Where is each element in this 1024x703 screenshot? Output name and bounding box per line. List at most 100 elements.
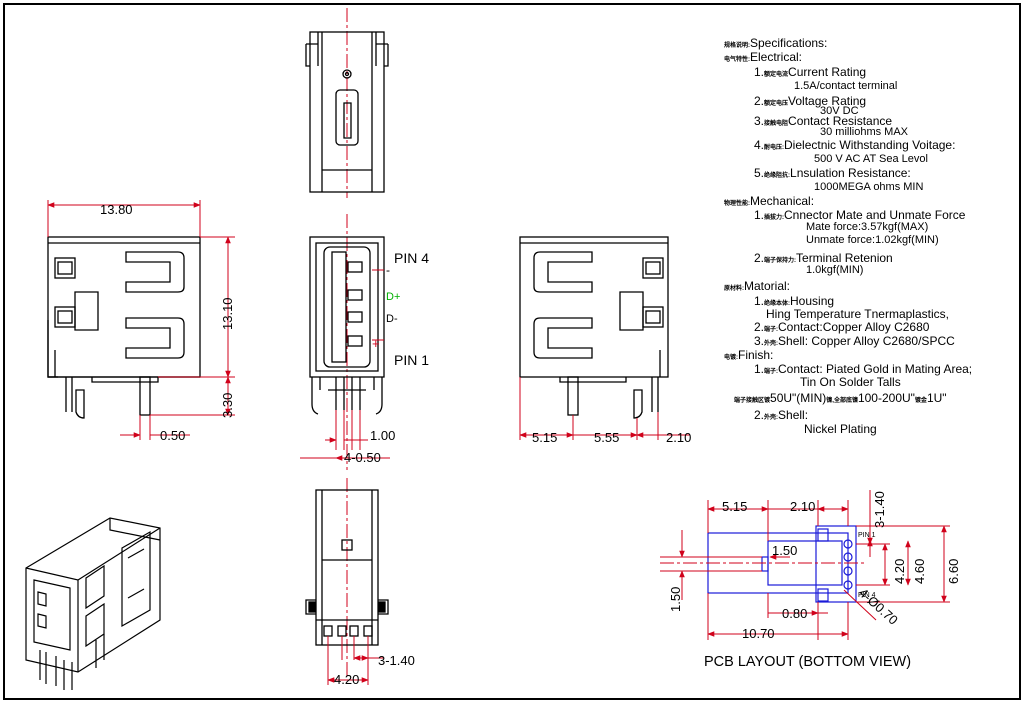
spec-e1-text: Current Rating xyxy=(788,65,867,79)
spec-t2: 2.端子:Contact:Copper Alloy C2680 xyxy=(754,321,929,333)
spec-e4-text: Dielectnic Withstanding Voitage: xyxy=(784,138,956,152)
pcb-h-dim: 1.50 xyxy=(668,587,683,612)
spec-t1-cn: 绝缘本体: xyxy=(764,301,791,307)
spec-m1-num: 1. xyxy=(754,208,765,222)
spec-e3: 3.接触电阻Contact Resistance xyxy=(754,115,892,127)
front-span-dim: 4-0.50 xyxy=(344,450,381,465)
spec-title-text: Specifications: xyxy=(750,36,828,50)
pcb-g-dim: 6.60 xyxy=(946,559,961,584)
spec-material-text: Matorial: xyxy=(744,279,791,293)
pcb-e-dim: 4.20 xyxy=(892,559,907,584)
spec-e4-cn: 耐电压: xyxy=(764,145,785,151)
spec-e1-val: 1.5A/contact terminal xyxy=(794,80,898,92)
spec-f2-text: Shell: xyxy=(778,408,809,422)
bottom-view-dims xyxy=(327,636,384,685)
top-view xyxy=(305,8,389,198)
spec-electrical-cn: 电气特性: xyxy=(724,57,750,63)
pcb-layout xyxy=(707,525,857,603)
pcb-layout-title: PCB LAYOUT (BOTTOM VIEW) xyxy=(704,654,912,670)
spec-material: 原材料:Matorial: xyxy=(724,280,790,292)
spec-plating: 端子接触区镀50U"(MIN)镍,全部底镍100-200U"镀金1U" xyxy=(734,392,947,404)
spec-e5-text: Lnsulation Resistance: xyxy=(790,166,911,180)
spec-electrical-text: Electrical: xyxy=(750,50,803,64)
front-view-dims xyxy=(300,269,390,461)
spec-e4-val: 500 V AC AT Sea Levol xyxy=(814,153,928,165)
spec-t3-num: 3. xyxy=(754,334,765,348)
pin1-label: PIN 1 xyxy=(394,352,429,368)
pcb-j-dim: 10.70 xyxy=(742,626,775,641)
spec-m2-val: 1.0kgf(MIN) xyxy=(806,264,864,276)
spec-plating-cn2: 镍,全部底镍 xyxy=(826,398,858,404)
bottom-view xyxy=(305,478,389,678)
spec-t1-val: Hing Temperature Tnermaplastics, xyxy=(766,307,949,321)
spec-finish: 电镀:Finish: xyxy=(724,349,773,361)
side-pinw-dim: 0.50 xyxy=(160,428,185,443)
spec-f2-val: Nickel Plating xyxy=(804,422,877,436)
side-height-dim: 13.10 xyxy=(220,297,235,330)
spec-m2-num: 2. xyxy=(754,251,765,265)
pcb-a-dim: 5.15 xyxy=(722,499,747,514)
spec-f2-cn: 外壳: xyxy=(764,415,779,421)
spec-finish-cn: 电镀: xyxy=(724,355,738,361)
rear-view xyxy=(519,236,669,419)
side-pin-dim: 3.30 xyxy=(220,393,235,418)
spec-m1: 1.插拔力:Cnnector Mate and Unmate Force xyxy=(754,209,965,221)
spec-plating-cn1: 端子接触区镀 xyxy=(734,398,771,404)
spec-e5-val: 1000MEGA ohms MIN xyxy=(814,181,924,193)
spec-m1-val1: Mate force:3.57kgf(MAX) xyxy=(806,221,929,233)
pcb-c-dim: 3-1.40 xyxy=(872,491,887,528)
spec-f1-cn: 端子: xyxy=(764,369,779,375)
rear-c-dim: 2.10 xyxy=(666,430,691,445)
spec-e2: 2.额定电压Voltage Rating xyxy=(754,95,866,107)
spec-m1-val2: Unmate force:1.02kgf(MIN) xyxy=(806,234,939,246)
spec-f2: 2.外壳:Shell: xyxy=(754,409,808,421)
spec-m2: 2.端子保持力:Terminal Retenion xyxy=(754,252,893,264)
pcb-i-dim: 0.80 xyxy=(782,606,807,621)
spec-e3-num: 3. xyxy=(754,114,765,128)
spec-f1-text: Contact: Piated Gold in Mating Area; xyxy=(778,362,973,376)
bottom-pitch-dim: 3-1.40 xyxy=(378,653,415,668)
spec-t1: 1.绝缘本体:Housing xyxy=(754,295,834,307)
spec-f1: 1.端子:Contact: Piated Gold in Mating Area… xyxy=(754,363,972,375)
pcb-pin1-label: PIN 1 xyxy=(858,532,876,539)
rear-a-dim: 5.15 xyxy=(532,430,557,445)
bottom-width-dim: 4.20 xyxy=(334,672,359,687)
rear-b-dim: 5.55 xyxy=(594,430,619,445)
spec-finish-text: Finish: xyxy=(738,348,774,362)
spec-plating-a: 50U"(MIN) xyxy=(770,391,827,405)
pcb-pin4-label: PIN 4 xyxy=(858,592,876,599)
spec-e1-cn: 额定电流 xyxy=(764,72,789,78)
drawing-border xyxy=(3,3,1021,700)
spec-e2-val: 30V DC xyxy=(820,105,859,117)
isometric-view xyxy=(25,517,161,690)
spec-e3-val: 30 milliohms MAX xyxy=(820,126,909,138)
spec-f1-val: Tin On Solder Talls xyxy=(800,375,901,389)
spec-m1-cn: 插拔力: xyxy=(764,215,785,221)
spec-electrical: 电气特性:Electrical: xyxy=(724,51,802,63)
spec-t2-num: 2. xyxy=(754,320,765,334)
spec-material-cn: 原材料: xyxy=(724,286,744,292)
spec-t1-num: 1. xyxy=(754,294,765,308)
side-view-dims xyxy=(47,200,235,440)
spec-m2-text: Terminal Retenion xyxy=(796,251,893,265)
dplus-label: D+ xyxy=(386,291,400,303)
pin4-label: PIN 4 xyxy=(394,250,429,266)
pcb-dims xyxy=(660,490,950,640)
spec-plating-c: 1U" xyxy=(926,391,947,405)
spec-m1-text: Cnnector Mate and Unmate Force xyxy=(784,208,966,222)
spec-f1-num: 1. xyxy=(754,362,765,376)
side-width-dim: 13.80 xyxy=(100,202,133,217)
spec-mechanical: 物理性能:Mechanical: xyxy=(724,195,814,207)
rear-view-dims xyxy=(519,377,690,440)
spec-e2-cn: 额定电压 xyxy=(764,101,789,107)
spec-title-cn: 规格说明: xyxy=(724,43,750,49)
spec-e5-num: 5. xyxy=(754,166,765,180)
spec-e2-num: 2. xyxy=(754,94,765,108)
spec-f2-num: 2. xyxy=(754,408,765,422)
spec-e1-num: 1. xyxy=(754,65,765,79)
plus-label: + xyxy=(372,336,380,351)
spec-e5: 5.绝缘阻抗:Lnsulation Resistance: xyxy=(754,167,911,179)
spec-plating-cn3: 镀金 xyxy=(914,398,927,404)
spec-e3-cn: 接触电阻 xyxy=(764,121,789,127)
